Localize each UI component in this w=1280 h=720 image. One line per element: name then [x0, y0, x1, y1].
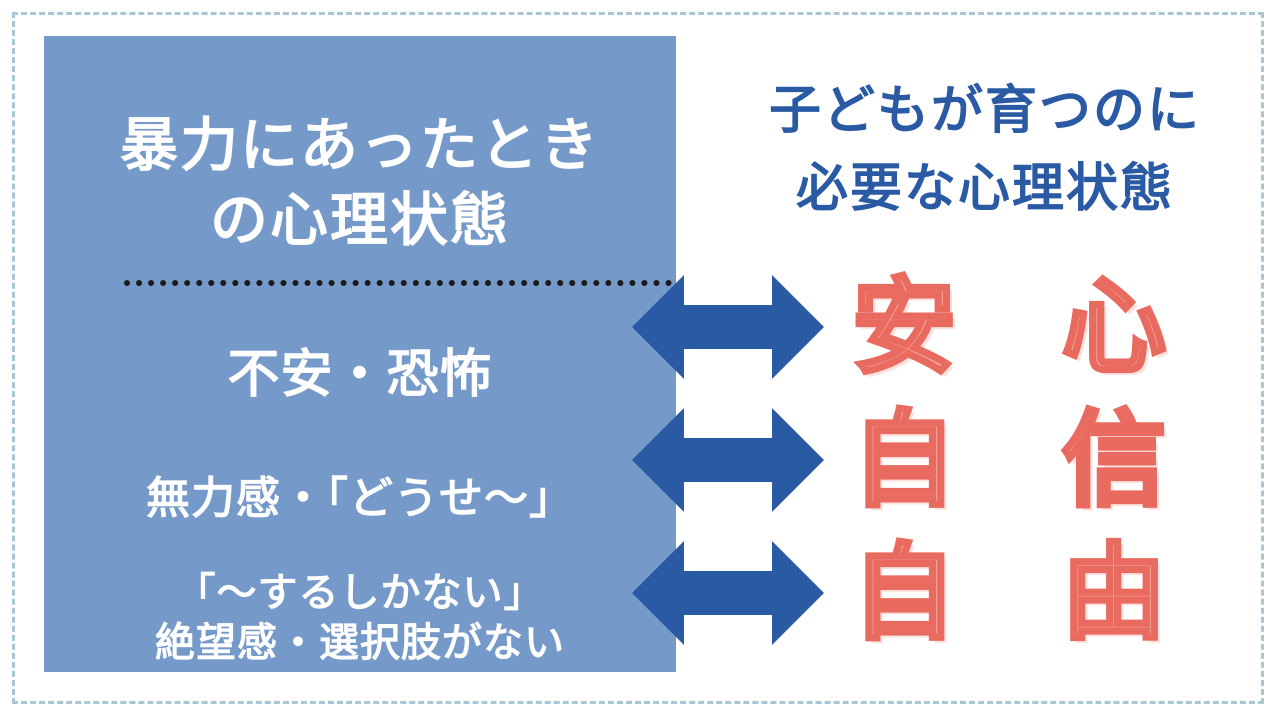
char-ji-1: 自 [850, 398, 958, 522]
left-panel-title: 暴力にあったとき の心理状態 [44, 108, 676, 259]
char-yuu: 由 [1060, 531, 1168, 655]
left-item-helplessness: 無力感・「どうせ～」 [44, 462, 676, 526]
left-item-despair-line-2: 絶望感・選択肢がない [155, 620, 565, 666]
double-headed-arrow-icon [632, 275, 824, 379]
left-item-anxiety-text: 不安・恐怖 [227, 345, 493, 405]
left-panel: 暴力にあったとき の心理状態 不安・恐怖 無力感・「どうせ～」 「～するしかない… [44, 36, 684, 672]
left-item-despair-line-1: 「～するしかない」 [175, 570, 545, 616]
char-shin-heart: 心 [1060, 265, 1168, 389]
left-title-line-2: の心理状態 [209, 186, 510, 255]
right-title-line-2: 必要な心理状態 [795, 159, 1174, 219]
left-item-anxiety: 不安・恐怖 [44, 332, 676, 407]
char-an: 安 [850, 265, 958, 389]
double-headed-arrow-icon [632, 408, 824, 512]
left-item-helplessness-text: 無力感・「どうせ～」 [146, 473, 574, 524]
right-title-line-1: 子どもが育つのに [768, 81, 1201, 141]
left-title-line-1: 暴力にあったとき [119, 111, 600, 179]
left-item-despair: 「～するしかない」 絶望感・選択肢がない [44, 568, 676, 668]
right-panel-title: 子どもが育つのに 必要な心理状態 [690, 72, 1280, 228]
char-shin-trust: 信 [1060, 398, 1168, 522]
dashed-frame [12, 12, 1264, 704]
dotted-divider [124, 280, 684, 286]
double-headed-arrow-icon [632, 541, 824, 645]
char-ji-2: 自 [850, 531, 958, 655]
